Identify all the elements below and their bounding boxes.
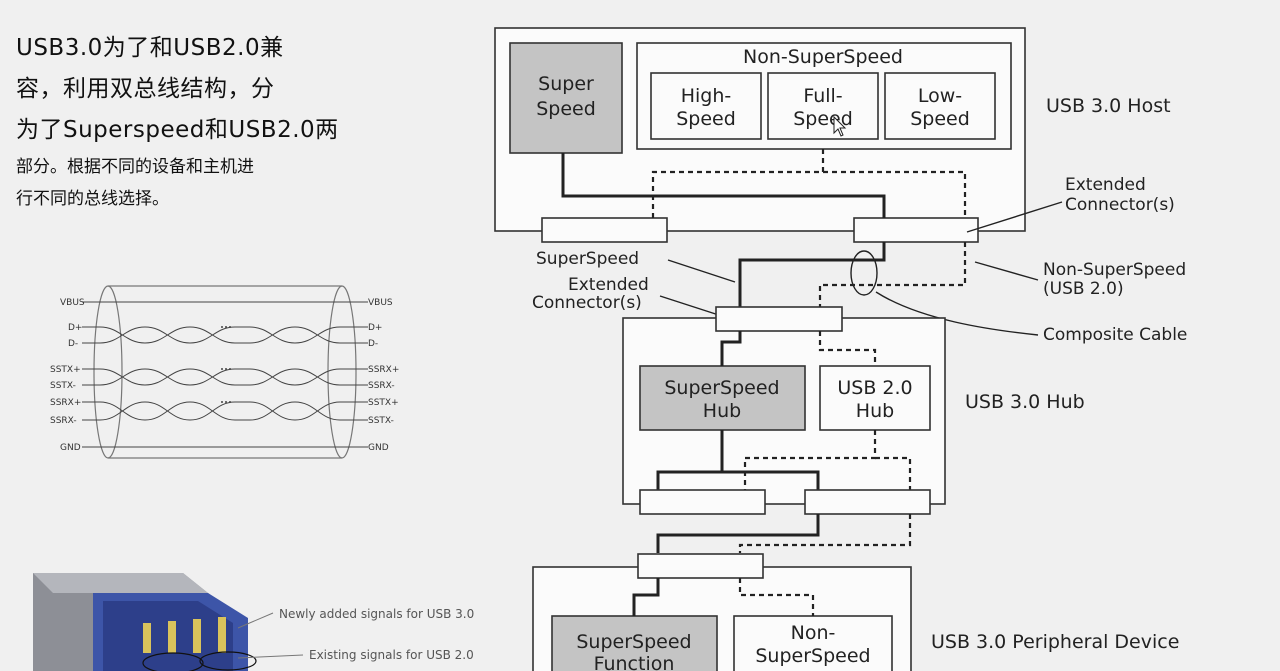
- label-extended-left-line1: Extended: [568, 275, 649, 295]
- label-superspeed: SuperSpeed: [536, 249, 639, 269]
- composite-cable-ring: [850, 250, 878, 296]
- label-extended-right-line2: Connector(s): [1065, 195, 1175, 215]
- intro-line-2: 容，利用双总线结构，分: [16, 76, 275, 102]
- label-non-superspeed-line1: Non-SuperSpeed: [1043, 260, 1186, 280]
- device-non-superspeed-line2: SuperSpeed: [755, 645, 870, 667]
- host-usb2-link-right: [823, 170, 967, 218]
- usb3-architecture-diagram: .box { fill: #fbfbfb; stroke: #333; stro…: [494, 27, 1187, 671]
- hub-usb2-line2: Hub: [856, 400, 894, 422]
- intro-line-1: USB3.0为了和USB2.0兼: [16, 35, 284, 61]
- host-usb2-link-left: [651, 149, 825, 218]
- cable-left-label-gnd: GND: [60, 443, 81, 453]
- label-non-superspeed-line2: (USB 2.0): [1043, 279, 1124, 299]
- hub-usb2-down-left: [743, 430, 877, 490]
- hub-superspeed-down-left: [656, 430, 724, 490]
- device-superspeed-line2: Function: [594, 653, 675, 671]
- cable-right-label-sstx-plus: SSTX+: [368, 398, 399, 408]
- connector-photo: Newly added signals for USB 3.0 Existing…: [33, 573, 493, 671]
- host-superspeed-connector: [541, 217, 668, 243]
- cable-superspeed-line: [738, 242, 886, 315]
- cable-left-label-vbus: VBUS: [60, 298, 85, 308]
- device-superspeed-link: [632, 578, 660, 616]
- device-non-superspeed-line1: Non-: [791, 622, 836, 644]
- host-superspeed-line2: Speed: [536, 98, 596, 120]
- cable-left-label-sstx-minus: SSTX-: [50, 381, 76, 391]
- cable-left-label-ssrx-minus: SSRX-: [50, 416, 77, 426]
- callout-newly-added: Newly added signals for USB 3.0: [279, 607, 474, 621]
- cable-usb2-line: [818, 242, 967, 315]
- cable-right-label-dplus: D+: [368, 323, 382, 333]
- host-extended-connector: [853, 217, 979, 243]
- device-connector: [637, 553, 764, 579]
- hub-superspeed-up: [720, 331, 742, 366]
- label-extended-left-line2: Connector(s): [532, 293, 642, 313]
- cable-left-label-dminus: D-: [68, 339, 78, 349]
- hub-superspeed-down-right: [722, 470, 820, 490]
- label-extended-right-line1: Extended: [1065, 175, 1146, 195]
- cable-right-label-ssrx-minus: SSRX-: [368, 381, 395, 391]
- host-non-superspeed-title: Non-SuperSpeed: [743, 46, 903, 68]
- cable-left-label-dplus: D+: [68, 323, 82, 333]
- low-speed-box: [884, 72, 996, 140]
- host-superspeed-link: [561, 153, 886, 218]
- cable-left-label-sstx-plus: SSTX+: [50, 365, 81, 375]
- host-superspeed-line1: Super: [538, 73, 594, 95]
- full-speed-line1: Full-: [803, 85, 842, 107]
- callout-existing: Existing signals for USB 2.0: [309, 648, 474, 662]
- cable-right-label-gnd: GND: [368, 443, 389, 453]
- hub-usb2-box: [819, 365, 931, 431]
- hub-label: USB 3.0 Hub: [965, 391, 1085, 413]
- high-speed-line1: High-: [681, 85, 732, 107]
- low-speed-line2: Speed: [910, 108, 970, 130]
- hub-superspeed-line1: SuperSpeed: [664, 377, 779, 399]
- label-composite-cable: Composite Cable: [1043, 325, 1187, 345]
- device-usb2-link: [738, 578, 815, 616]
- cable-wiring-diagram: VBUS D+ D- SSTX+ SSTX- SSRX+ SSRX- GND V…: [50, 285, 399, 459]
- cable-right-label-dminus: D-: [368, 339, 378, 349]
- mouse-cursor-icon: [833, 115, 847, 137]
- cable-right-label-ssrx-plus: SSRX+: [368, 365, 399, 375]
- host-superspeed-box: [509, 42, 623, 154]
- host-label: USB 3.0 Host: [1046, 95, 1171, 117]
- full-speed-box: [767, 72, 879, 140]
- cable-right-label-vbus: VBUS: [368, 298, 393, 308]
- intro-line-5: 行不同的总线选择。: [16, 189, 169, 209]
- hub-downstream-connector-2: [804, 489, 931, 515]
- hub-usb2-up: [818, 331, 877, 366]
- hub-downstream-connector-1: [639, 489, 766, 515]
- hub-upstream-connector: [715, 306, 843, 332]
- hub-usb2-down-right: [875, 456, 912, 490]
- device-label: USB 3.0 Peripheral Device: [931, 631, 1179, 653]
- device-superspeed-box: [551, 615, 718, 671]
- high-speed-box: [650, 72, 762, 140]
- hub-superspeed-box: [639, 365, 806, 431]
- cable-right-label-sstx-minus: SSTX-: [368, 416, 394, 426]
- low-speed-line1: Low-: [918, 85, 962, 107]
- device-cable-superspeed: [656, 514, 820, 553]
- intro-line-3: 为了Superspeed和USB2.0两: [16, 117, 339, 143]
- intro-line-4: 部分。根据不同的设备和主机进: [16, 157, 254, 177]
- cable-left-label-ssrx-plus: SSRX+: [50, 398, 81, 408]
- intro-text: USB3.0为了和USB2.0兼 容，利用双总线结构，分 为了Superspee…: [16, 28, 339, 215]
- hub-usb2-line1: USB 2.0: [837, 377, 912, 399]
- hub-superspeed-line2: Hub: [703, 400, 741, 422]
- device-superspeed-line1: SuperSpeed: [576, 631, 691, 653]
- high-speed-line2: Speed: [676, 108, 736, 130]
